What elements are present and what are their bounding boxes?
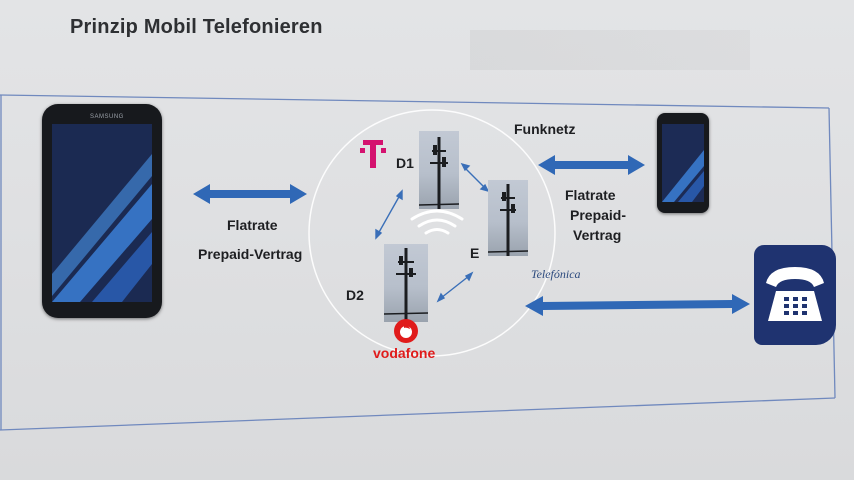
smartphone-small-right [657, 113, 709, 213]
tower-link-d1-d2 [375, 189, 403, 240]
telekom-logo [360, 138, 386, 170]
tower-label-d2: D2 [346, 287, 364, 303]
tower-label-e: E [470, 245, 480, 261]
background-watermark [470, 30, 750, 70]
page-title: Prinzip Mobil Telefonieren [70, 16, 323, 38]
right-link-label-flatrate: Flatrate [565, 187, 616, 203]
vodafone-logo: vodafone [371, 318, 441, 364]
vodafone-wordmark: vodafone [373, 345, 436, 361]
tower-link-d2-e [436, 271, 474, 303]
telephone-icon [754, 245, 836, 345]
vodafone-speechmark-icon [394, 319, 418, 343]
tower-d2 [383, 244, 429, 322]
right-link-label-vertrag: Vertrag [573, 227, 622, 243]
smartphone-large-left: SAMSUNG [42, 104, 162, 318]
wallpaper-chevrons [52, 154, 152, 302]
telefonica-logo: Telefónica [531, 267, 581, 281]
arrow-left-phone-network [193, 184, 307, 204]
wallpaper-chevrons-small [662, 150, 704, 202]
tower-d1 [418, 131, 460, 209]
right-link-label-prepaid: Prepaid- [570, 207, 627, 223]
tower-link-d1-e [460, 162, 490, 193]
left-link-label-flatrate: Flatrate [227, 217, 278, 233]
wifi-waves-icon [410, 209, 464, 235]
tower-e [487, 180, 529, 256]
phone-screen-right [662, 124, 704, 202]
arrow-network-landline [525, 294, 750, 316]
arrow-network-right-phone [538, 155, 645, 175]
phone-brand-label: SAMSUNG [90, 114, 124, 120]
network-label: Funknetz [514, 121, 576, 137]
network-circle [308, 109, 556, 357]
tower-label-d1: D1 [396, 155, 414, 171]
phone-screen-left [52, 124, 152, 302]
left-link-label-prepaid: Prepaid-Vertrag [198, 246, 303, 262]
frame-bottom-line [0, 397, 836, 431]
frame-top-line [0, 94, 830, 109]
